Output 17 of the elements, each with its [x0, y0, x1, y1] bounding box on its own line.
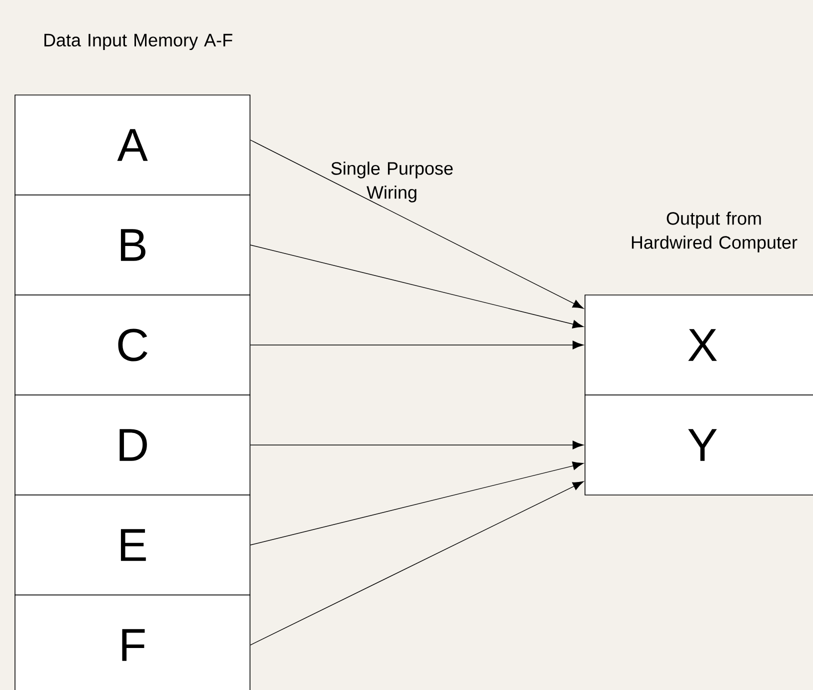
- arrow: [250, 462, 584, 546]
- arrow: [250, 481, 584, 646]
- memory-cell: B: [14, 194, 250, 296]
- memory-cell: Y: [584, 394, 813, 496]
- memory-cell: E: [14, 494, 250, 596]
- heading: Output from Hardwired Computer: [632, 212, 798, 252]
- memory-cell: C: [14, 294, 250, 396]
- arrow: [250, 244, 584, 328]
- arrow: [250, 140, 584, 309]
- memory-cell: F: [14, 594, 250, 690]
- memory-cell: X: [584, 294, 813, 396]
- arrow: [250, 440, 584, 450]
- arrow: [250, 340, 584, 350]
- memory-cell: A: [14, 94, 250, 196]
- heading: Single Purpose Wiring: [331, 162, 453, 202]
- heading: Data Input Memory A-F: [44, 34, 232, 50]
- memory-cell: D: [14, 394, 250, 496]
